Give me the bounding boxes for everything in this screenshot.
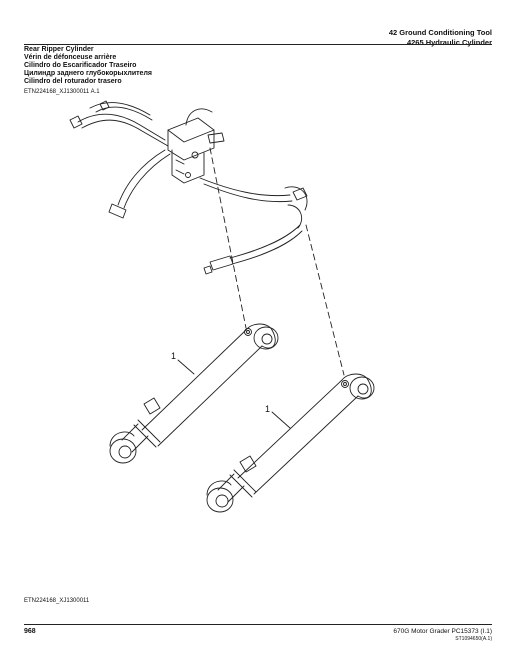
callout-2: 1 <box>265 404 271 414</box>
leader-lines <box>209 147 345 376</box>
page-footer: 670G Motor Grader PC15373 (I.1) ST109465… <box>393 628 492 642</box>
title-en: Rear Ripper Cylinder <box>24 46 94 53</box>
figure-ref-top: ETN224168_XJ1300011 A.1 <box>24 89 100 95</box>
title-es: Cilindro del roturador trasero <box>24 78 122 85</box>
title-pt: Cilindro do Escarificador Traseiro <box>24 62 137 69</box>
callout-1: 1 <box>171 351 177 361</box>
page-number: 968 <box>24 628 36 635</box>
cylinder-upper <box>109 323 279 464</box>
book-info: 670G Motor Grader PC15373 (I.1) <box>393 628 492 635</box>
doc-code: ST1094650(A.1) <box>455 636 492 642</box>
figure-title: Rear Ripper Cylinder Vérin de défonceuse… <box>24 46 152 86</box>
section-title: 42 Ground Conditioning Tool <box>388 28 492 37</box>
header-rule <box>24 44 492 45</box>
title-fr: Vérin de défonceuse arrière <box>24 54 117 61</box>
figure-ref-bottom: ETN224168_XJ1300011 <box>24 598 90 604</box>
footer-rule <box>24 624 492 625</box>
hydraulic-lines <box>69 100 308 275</box>
page-header: 42 Ground Conditioning Tool 4265 Hydraul… <box>389 28 492 48</box>
title-ru: Цилиндр заднего глубокорыхлителя <box>24 70 152 77</box>
group-title: 4265 Hydraulic Cylinder <box>406 38 492 47</box>
cylinder-lower <box>206 373 375 513</box>
callout-leader-2 <box>271 411 291 429</box>
callout-leader-1 <box>177 359 195 375</box>
